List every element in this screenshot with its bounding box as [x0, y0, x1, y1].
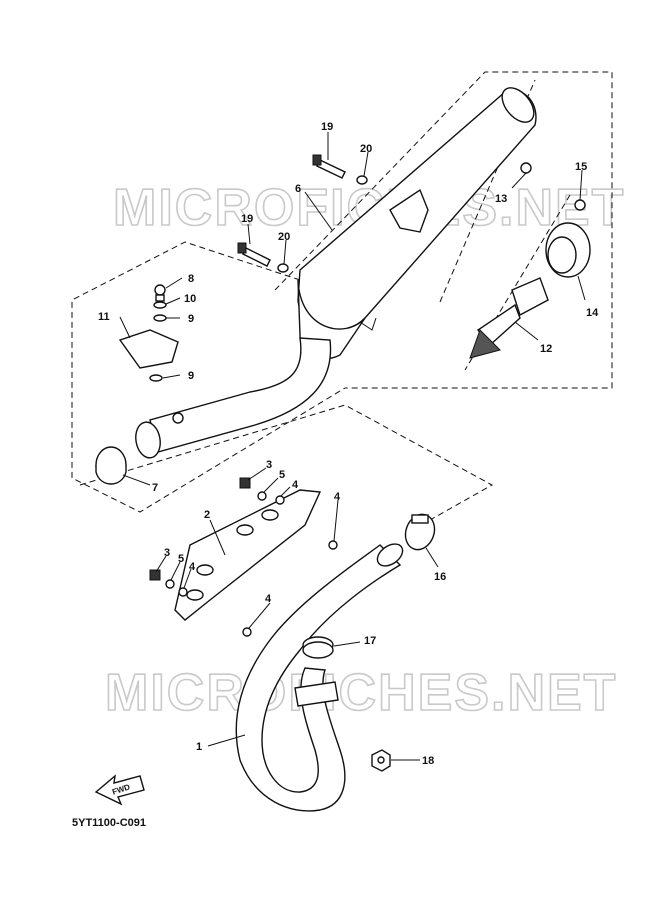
callout-14: 14 [586, 307, 599, 319]
callout-12: 12 [540, 343, 552, 355]
callout-4-left: 4 [189, 561, 196, 573]
diagram-code: 5YT1100-C091 [72, 817, 146, 829]
pipe-gasket [95, 446, 127, 485]
callout-15: 15 [575, 161, 587, 173]
flange-nut [371, 749, 391, 772]
protector-fasteners [149, 477, 338, 637]
callout-4-bottom: 4 [265, 593, 272, 605]
callout-9-top: 9 [188, 313, 194, 325]
callout-19-lower: 19 [241, 213, 253, 225]
callout-11: 11 [98, 311, 110, 323]
pipe-clamp [404, 513, 436, 551]
callout-5-right: 5 [279, 469, 285, 481]
bracket-assembly [118, 284, 179, 382]
callout-19-top: 19 [321, 121, 333, 133]
heat-protector [174, 489, 322, 621]
callout-2: 2 [204, 509, 210, 521]
spark-arrester [469, 162, 586, 359]
callout-3-left: 3 [164, 547, 170, 559]
callout-20-lower: 20 [278, 231, 290, 243]
callout-9-lower: 9 [188, 370, 194, 382]
mounting-bolts [237, 154, 368, 273]
callout-18: 18 [422, 755, 434, 767]
mid-pipe [135, 337, 332, 459]
header-gasket [302, 636, 334, 659]
exhaust-header-pipe [235, 543, 404, 812]
callout-8: 8 [188, 273, 194, 285]
callout-20-top: 20 [360, 143, 372, 155]
callout-1: 1 [196, 741, 202, 753]
callout-16: 16 [434, 571, 446, 583]
callout-4-right: 4 [292, 479, 299, 491]
watermark-bottom: MICROFICHES.NET [105, 664, 617, 722]
tail-cap [545, 222, 591, 278]
callout-4-far-right: 4 [334, 491, 341, 503]
callout-10: 10 [184, 293, 196, 305]
callout-13: 13 [495, 193, 507, 205]
callout-labels: 19 20 6 13 15 19 20 14 12 8 10 9 11 9 7 … [98, 121, 599, 767]
fwd-arrow-icon: FWD [94, 774, 145, 806]
callout-6: 6 [295, 183, 301, 195]
callout-3-right: 3 [266, 459, 272, 471]
leader-lines [119, 132, 586, 761]
callout-17: 17 [364, 635, 376, 647]
callout-7: 7 [152, 482, 158, 494]
callout-5-left: 5 [178, 553, 184, 565]
